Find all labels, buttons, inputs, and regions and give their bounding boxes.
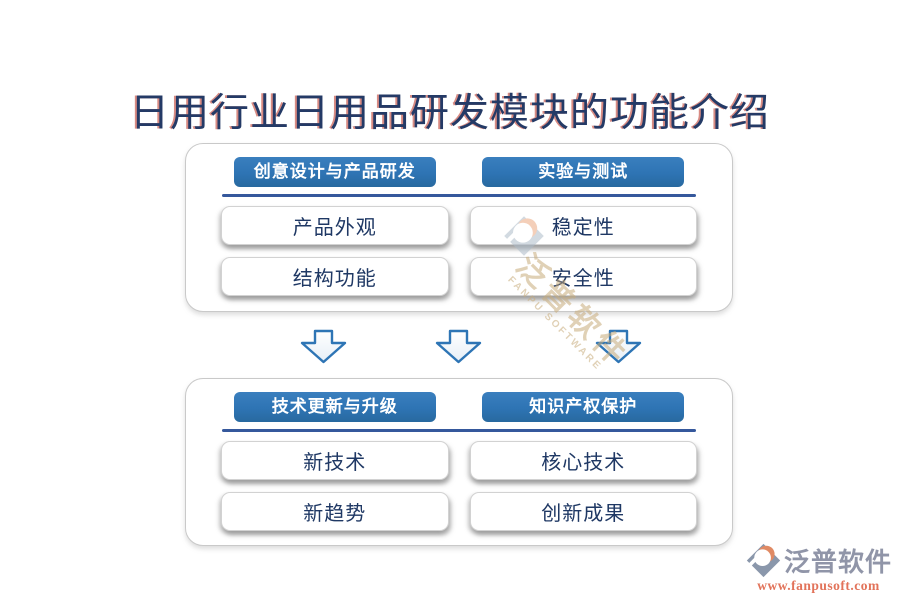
feature-panel-bottom: 技术更新与升级 知识产权保护 新技术 核心技术 新趋势 创新成果 xyxy=(185,378,733,546)
footer-url-text: www.fanpusoft.com xyxy=(757,578,880,593)
divider-line xyxy=(222,429,696,432)
feature-item: 稳定性 xyxy=(469,206,697,245)
down-arrow-icon xyxy=(435,329,482,364)
category-header: 实验与测试 xyxy=(482,157,685,187)
fanpu-logo-icon xyxy=(746,543,781,578)
category-header: 知识产权保护 xyxy=(482,392,685,422)
feature-items-grid: 新技术 核心技术 新趋势 创新成果 xyxy=(221,441,697,531)
footer-brand-text: 泛普软件 xyxy=(783,548,892,577)
divider-line xyxy=(222,194,696,197)
footer-logo-row: 泛普软件 xyxy=(745,542,892,579)
feature-panel-top: 创意设计与产品研发 实验与测试 产品外观 稳定性 结构功能 安全性 xyxy=(185,143,733,312)
down-arrow-icon xyxy=(300,329,347,364)
feature-items-grid: 产品外观 稳定性 结构功能 安全性 xyxy=(221,206,697,296)
down-arrow-icon xyxy=(595,329,642,364)
category-header: 创意设计与产品研发 xyxy=(233,157,436,187)
category-header: 技术更新与升级 xyxy=(233,392,436,422)
footer-logo: 泛普软件 www.fanpusoft.com xyxy=(745,542,892,594)
feature-item: 新趋势 xyxy=(221,492,449,531)
feature-item: 新技术 xyxy=(221,441,449,480)
feature-item: 结构功能 xyxy=(221,257,449,296)
category-header-row: 技术更新与升级 知识产权保护 xyxy=(221,392,697,422)
feature-item: 产品外观 xyxy=(221,206,449,245)
feature-item: 安全性 xyxy=(469,257,697,296)
feature-item: 创新成果 xyxy=(469,492,697,531)
page-title: 日用行业日用品研发模块的功能介绍 xyxy=(129,92,770,135)
feature-item: 核心技术 xyxy=(469,441,697,480)
category-header-row: 创意设计与产品研发 实验与测试 xyxy=(221,157,697,187)
